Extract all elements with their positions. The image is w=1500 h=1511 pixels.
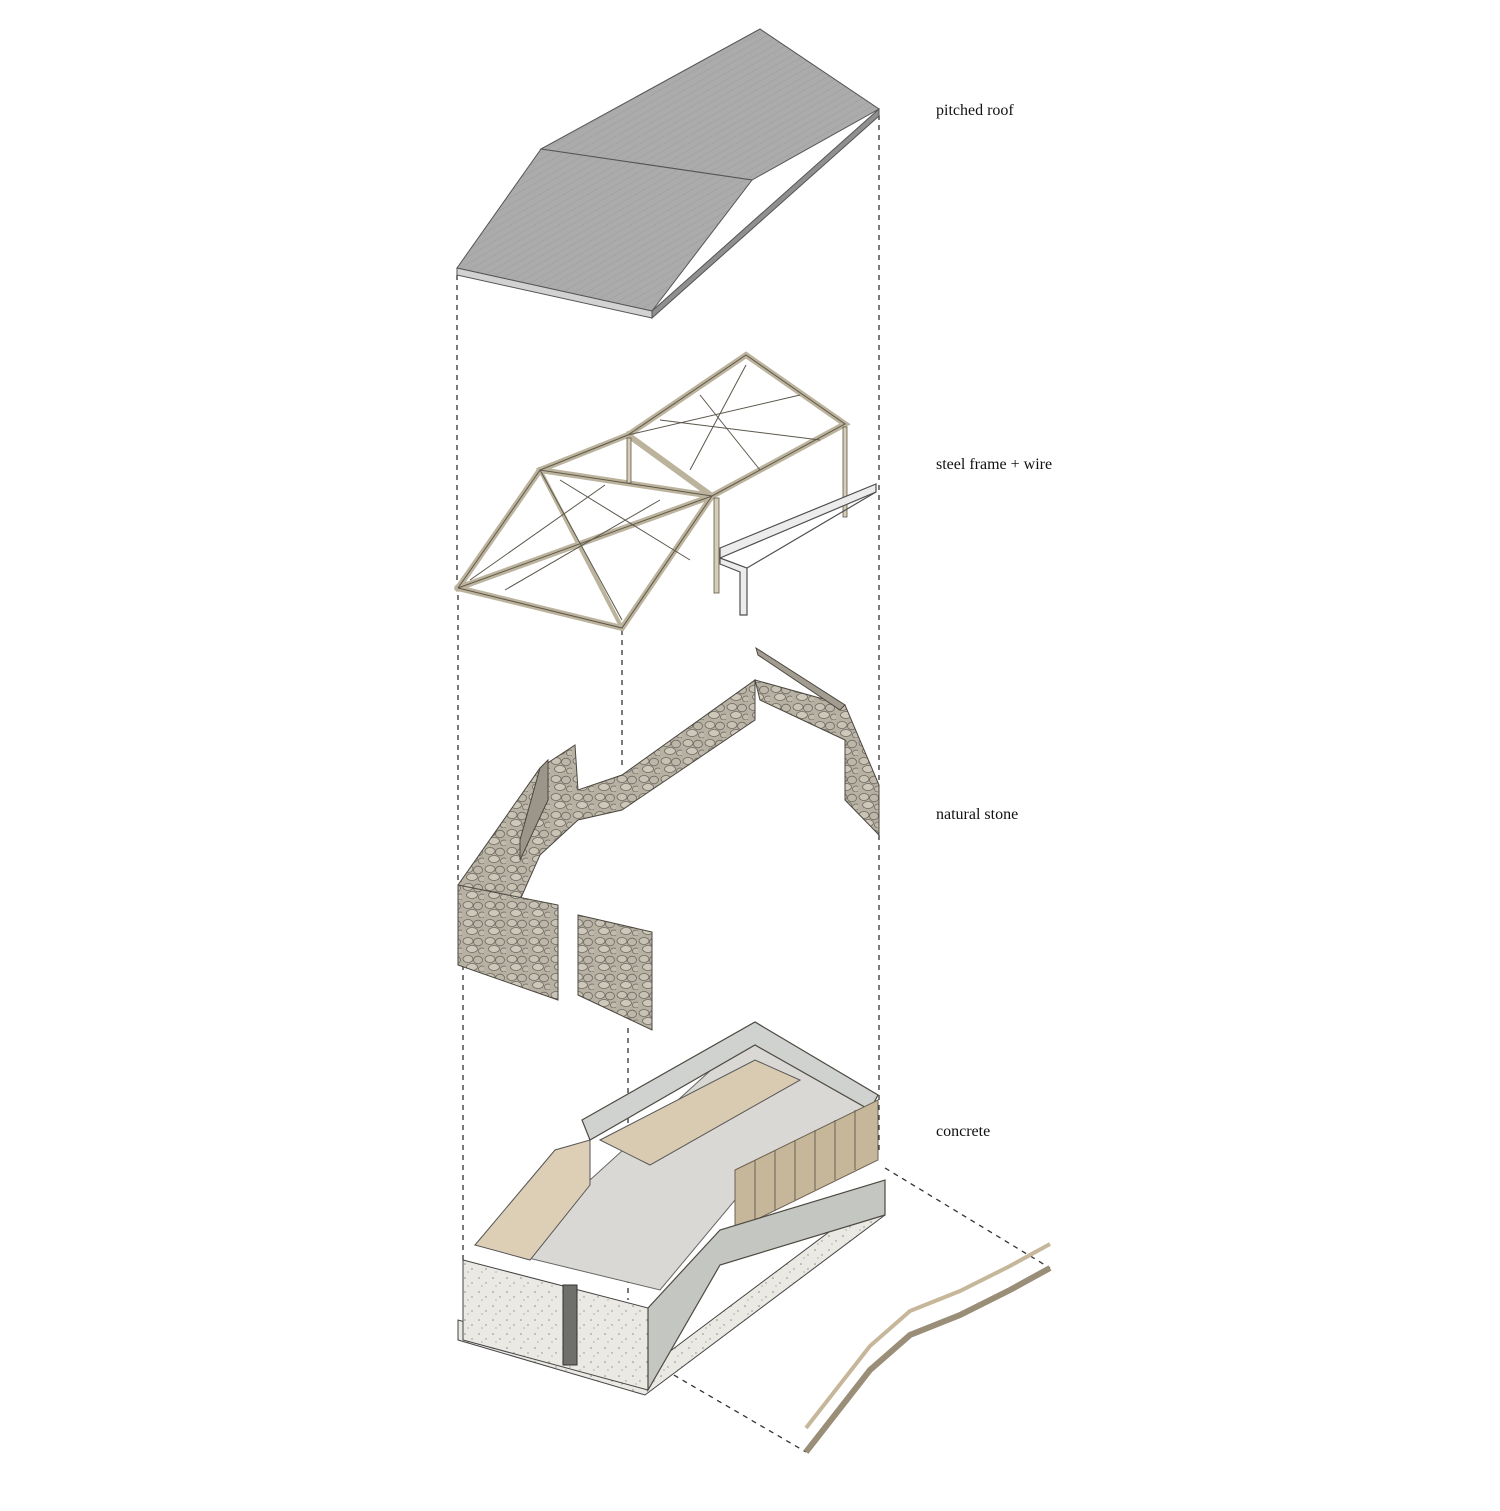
canopy-rail bbox=[719, 483, 877, 616]
alignment-lines bbox=[456, 115, 1051, 1453]
entrance-door bbox=[562, 1284, 578, 1366]
label-steel-frame: steel frame + wire bbox=[936, 456, 1053, 473]
stone-wall-right-gable bbox=[754, 679, 880, 837]
frame-posts bbox=[626, 426, 848, 594]
stone-panel-front-left bbox=[457, 884, 559, 1001]
glazed-facade bbox=[647, 1179, 886, 1393]
interior-wall-back bbox=[598, 1059, 802, 1166]
guide-line-fence-top bbox=[884, 1167, 1051, 1269]
roof-edge-right bbox=[651, 107, 880, 320]
steel-frame-layer bbox=[453, 351, 877, 632]
label-natural-stone: natural stone bbox=[936, 806, 1019, 823]
frame-members bbox=[453, 351, 851, 632]
timber-fence bbox=[803, 1242, 1052, 1454]
stone-wall-long bbox=[457, 679, 756, 906]
concrete-layer bbox=[457, 1021, 886, 1396]
stone-wall-left-return bbox=[519, 758, 549, 861]
label-concrete: concrete bbox=[936, 1123, 991, 1140]
roof-panel-lower bbox=[456, 148, 753, 312]
natural-stone-layer bbox=[457, 646, 880, 1031]
pitched-roof-layer bbox=[456, 28, 880, 320]
timber-screen bbox=[734, 1099, 879, 1231]
label-pitched-roof: pitched roof bbox=[936, 102, 1014, 119]
wire-bracing bbox=[469, 364, 821, 621]
interior-wall-left bbox=[474, 1139, 591, 1261]
guide-line-fence-bottom bbox=[647, 1359, 807, 1453]
stone-panel-front-right bbox=[577, 914, 653, 1031]
stone-wall-sliver bbox=[755, 646, 846, 711]
